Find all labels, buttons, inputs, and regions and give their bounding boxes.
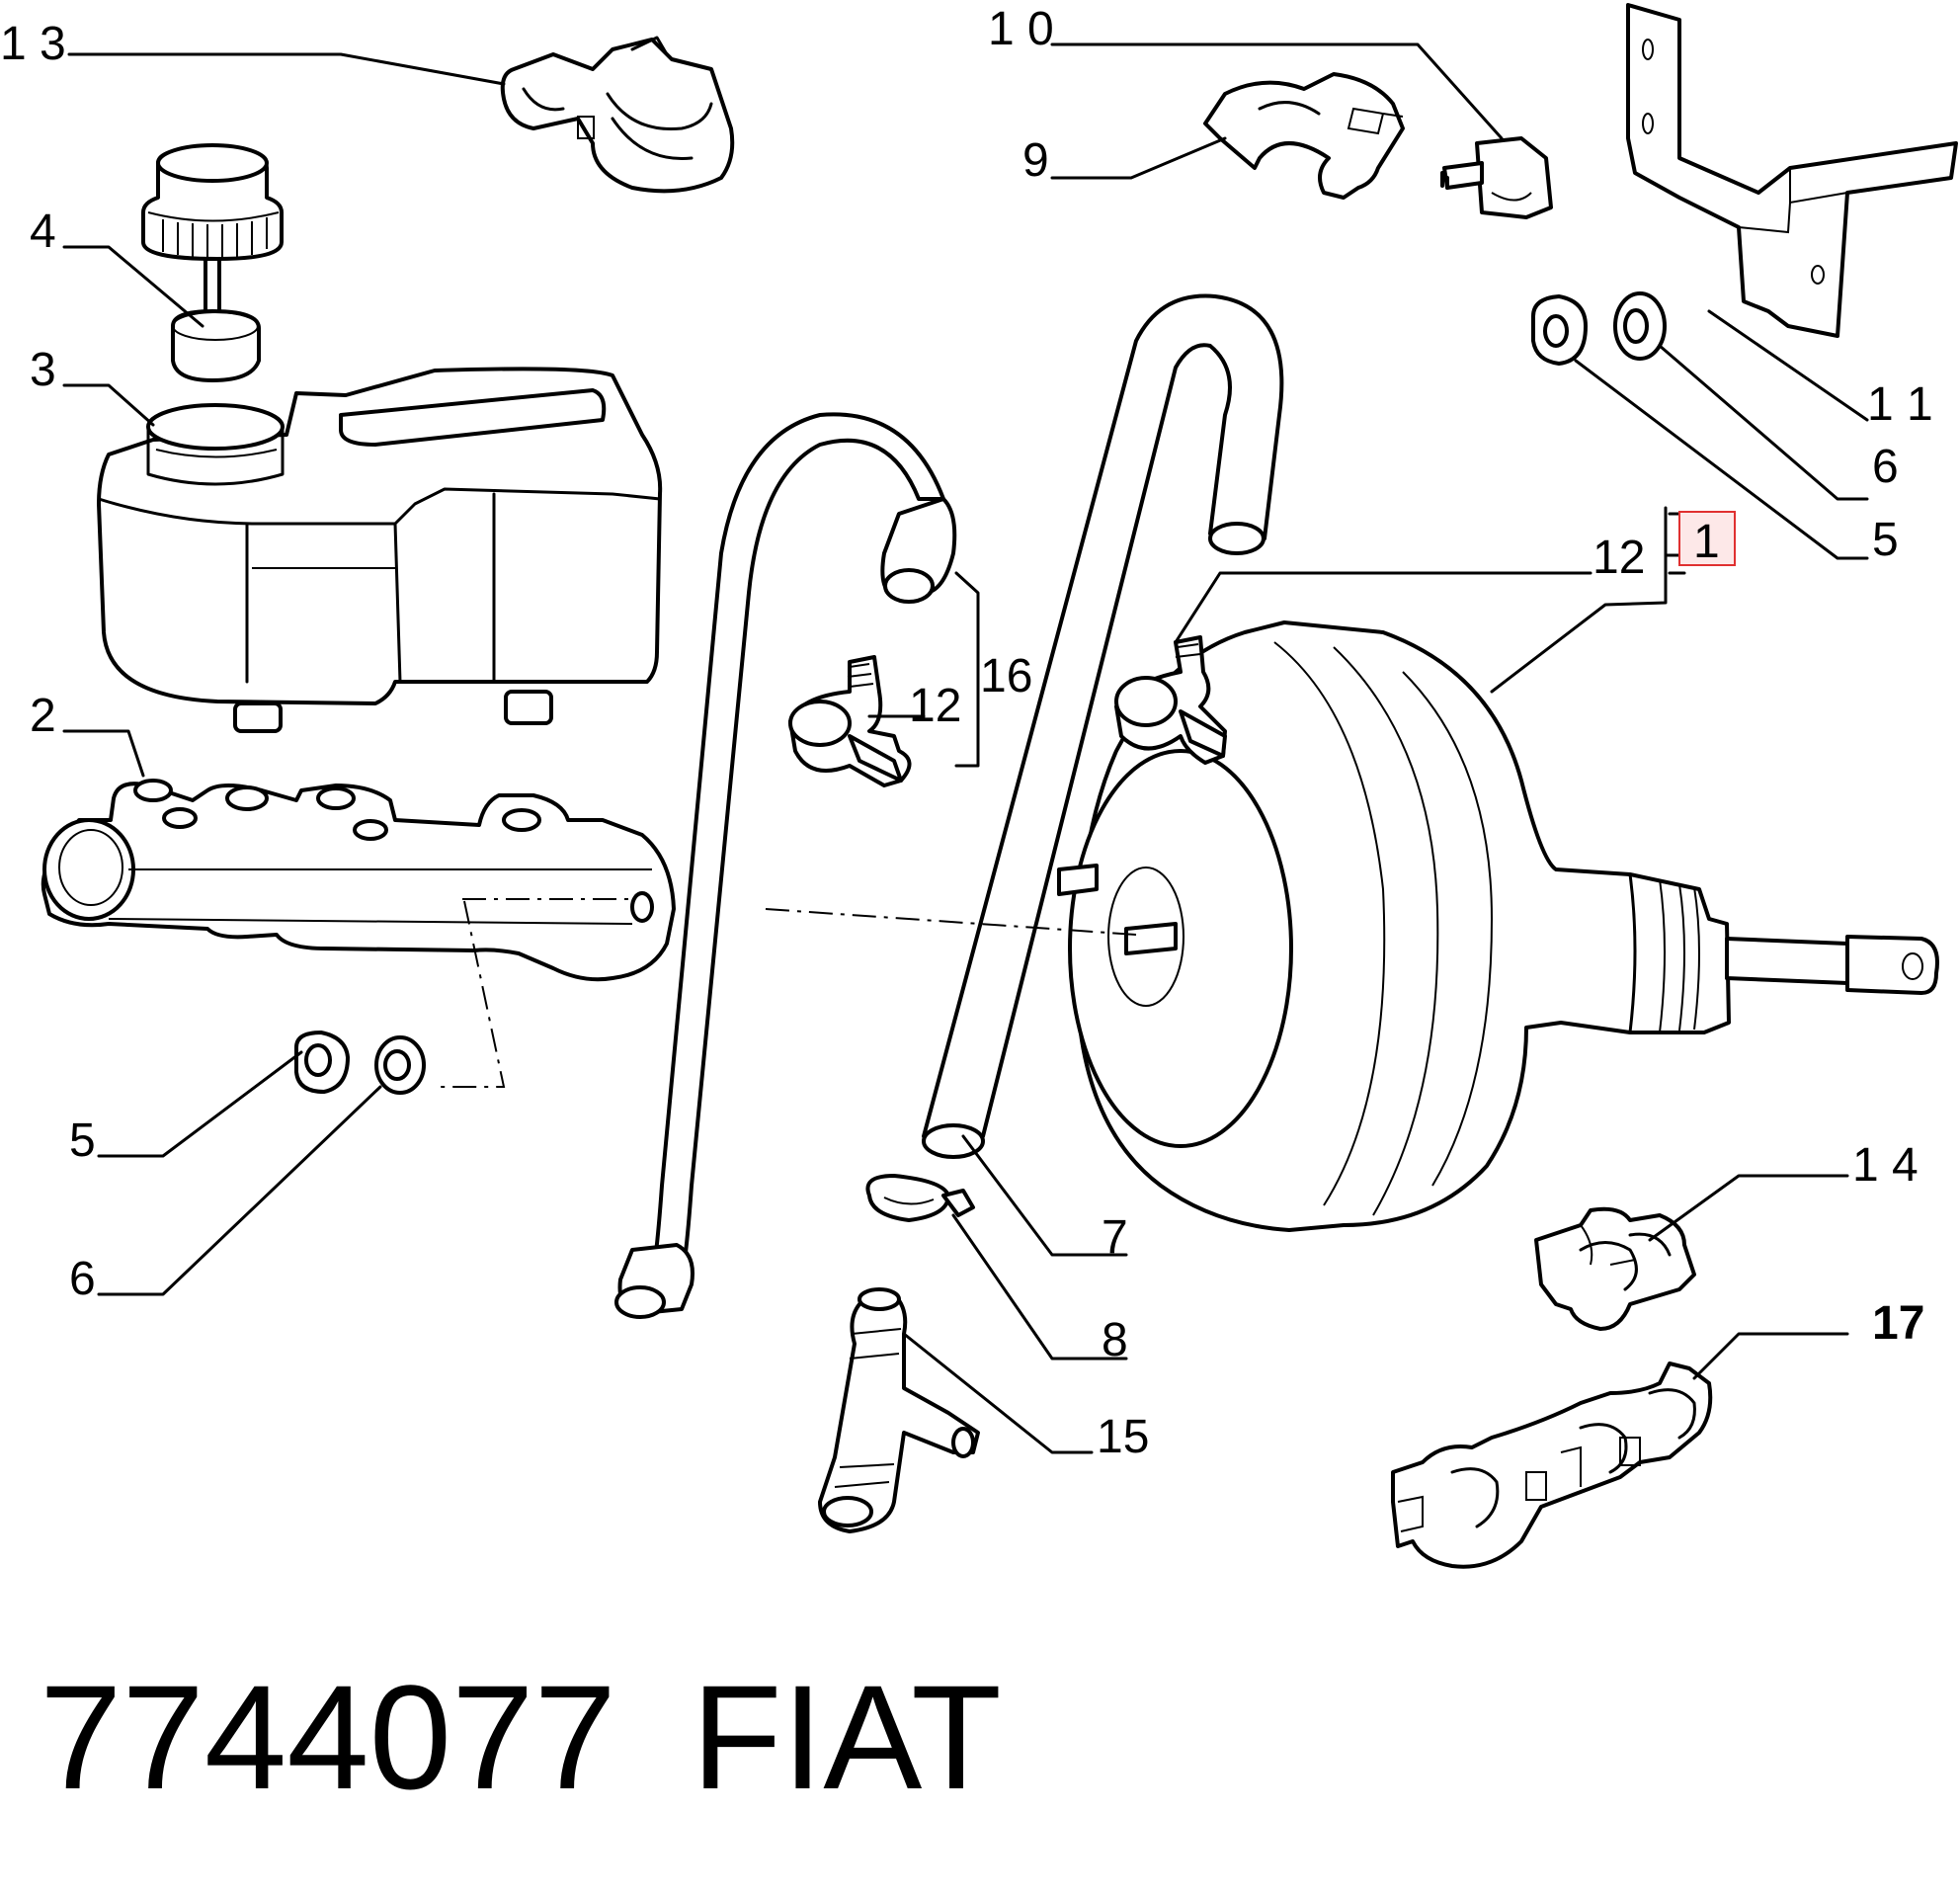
part-3-fluid-reservoir xyxy=(97,367,663,733)
part-11-bracket xyxy=(1626,3,1958,338)
part-7-vacuum-hose xyxy=(922,293,1284,1159)
callout-1: 1 xyxy=(1693,516,1720,568)
part-2-master-cylinder xyxy=(41,779,676,982)
callout-8: 8 xyxy=(1102,1314,1128,1366)
callout-9: 9 xyxy=(1022,134,1049,187)
part-6-washer-right xyxy=(1613,291,1667,361)
part-number: 7744077 xyxy=(40,1654,616,1820)
callout-1-highlight xyxy=(1678,511,1736,566)
callout-2: 2 xyxy=(30,690,56,742)
callout-4: 4 xyxy=(30,206,56,258)
part-8-hose-clamp xyxy=(865,1174,975,1222)
callout-6-left: 6 xyxy=(69,1253,96,1305)
part-13-hose-clip xyxy=(500,36,735,194)
callout-6-right: 6 xyxy=(1872,441,1899,493)
leader-lines xyxy=(62,42,1869,1454)
callout-3: 3 xyxy=(30,344,56,396)
part-15-t-piece xyxy=(818,1287,980,1533)
callout-12-middle: 12 xyxy=(909,680,961,732)
callout-11: 1 1 xyxy=(1867,378,1933,431)
callout-7: 7 xyxy=(1102,1211,1128,1264)
part-4-reservoir-cap xyxy=(141,143,284,382)
part-5-nut-left xyxy=(294,1031,350,1094)
assembly-dash-line-center xyxy=(765,908,1137,936)
callout-5-right: 5 xyxy=(1872,514,1899,566)
callout-14: 1 4 xyxy=(1852,1139,1919,1192)
part-6-washer-left xyxy=(374,1035,426,1095)
callout-16: 16 xyxy=(980,650,1032,702)
brand-name: FIAT xyxy=(692,1654,1002,1820)
callout-17: 17 xyxy=(1872,1297,1924,1350)
callout-10: 1 0 xyxy=(988,3,1054,55)
callout-13: 1 3 xyxy=(0,18,66,70)
part-16-brake-pipe xyxy=(614,412,957,1319)
callout-12-top: 12 xyxy=(1592,532,1645,584)
part-12-valve-middle xyxy=(788,655,912,787)
part-5-nut-right xyxy=(1531,294,1588,366)
callout-5-left: 5 xyxy=(69,1114,96,1167)
part-12-valve-servo xyxy=(1114,635,1227,765)
part-14-clip xyxy=(1534,1206,1696,1331)
part-10-connector xyxy=(1440,136,1553,219)
callout-15: 15 xyxy=(1097,1411,1149,1463)
assembly-dash-line-left xyxy=(440,898,632,1088)
part-9-clip xyxy=(1203,72,1405,200)
part-1-brake-servo xyxy=(1057,620,1939,1232)
part-17-double-clip xyxy=(1391,1362,1713,1569)
